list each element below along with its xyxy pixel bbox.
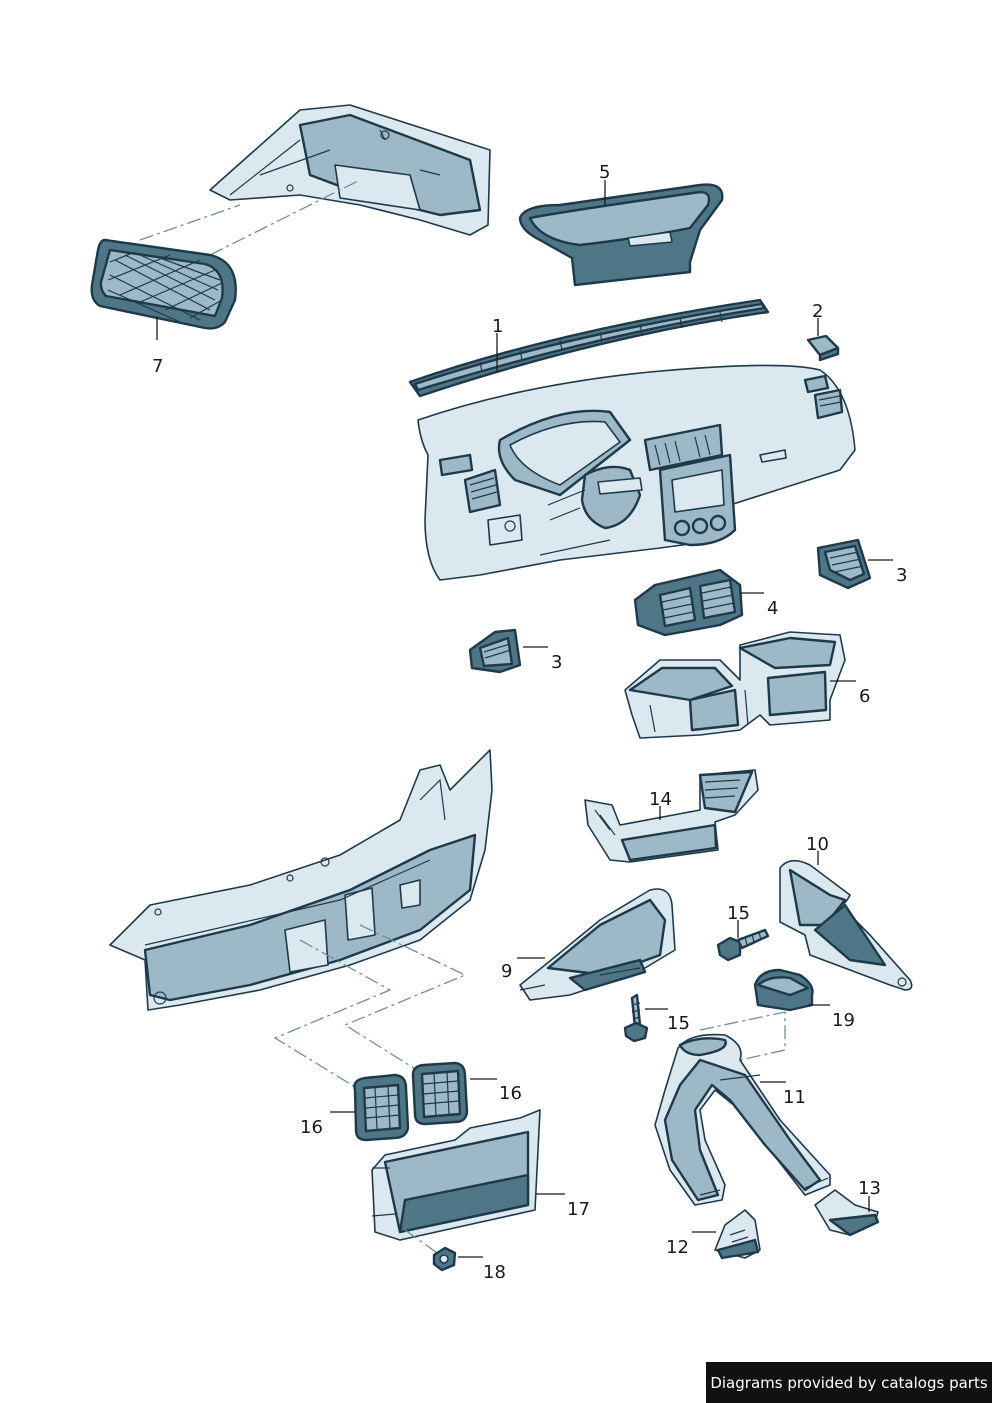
callout-1: 1 <box>492 316 503 337</box>
callout-10: 10 <box>806 834 829 855</box>
callout-7: 7 <box>152 356 163 377</box>
screw-lower <box>623 993 649 1043</box>
side-duct-piece <box>779 859 913 991</box>
callout-16-right: 16 <box>499 1083 522 1104</box>
callout-2: 2 <box>812 301 823 322</box>
leader-lines <box>156 180 893 1258</box>
cowl-grille <box>90 238 237 330</box>
duct-connector-12 <box>714 1209 761 1260</box>
callout-17: 17 <box>567 1199 590 1220</box>
callout-5: 5 <box>599 162 610 183</box>
dashboard-trim-strip <box>408 298 770 398</box>
callout-15-lower: 15 <box>667 1013 690 1034</box>
side-air-vent-left <box>468 628 522 674</box>
callout-labels: 1 2 3 3 4 5 6 7 9 10 11 12 13 14 15 15 1… <box>152 162 907 1283</box>
callout-14: 14 <box>649 789 672 810</box>
nut <box>432 1246 457 1272</box>
air-outlet-grille-right <box>411 1061 469 1126</box>
callout-3-left: 3 <box>551 652 562 673</box>
callout-9: 9 <box>501 961 512 982</box>
callout-3-right: 3 <box>896 565 907 586</box>
end-cap <box>753 968 814 1012</box>
defroster-vent <box>518 183 724 287</box>
callout-16-left: 16 <box>300 1117 323 1138</box>
callout-11: 11 <box>783 1087 806 1108</box>
rear-footwell-duct <box>654 1033 831 1206</box>
callout-6: 6 <box>859 686 870 707</box>
dashboard-panel <box>417 364 856 581</box>
callout-4: 4 <box>767 598 778 619</box>
callout-12: 12 <box>666 1237 689 1258</box>
vent-housing <box>624 631 846 739</box>
upper-bulkhead-section <box>209 104 491 236</box>
footwell-duct <box>584 769 759 863</box>
screw-upper <box>716 928 770 962</box>
lower-bulkhead-panel <box>109 749 493 1011</box>
air-outlet-grille-left <box>353 1073 410 1142</box>
side-air-vent-right <box>816 538 872 590</box>
vent-duct <box>519 888 676 1001</box>
diagram-credit-footer: Diagrams provided by catalogs parts <box>706 1362 992 1403</box>
center-air-vent <box>633 568 744 637</box>
duct-connector-13 <box>814 1189 880 1237</box>
callout-13: 13 <box>858 1178 881 1199</box>
callout-19: 19 <box>832 1010 855 1031</box>
air-duct-channel <box>371 1109 541 1241</box>
callout-18: 18 <box>483 1262 506 1283</box>
footer-text: Diagrams provided by catalogs parts <box>710 1373 988 1392</box>
clip <box>806 334 840 362</box>
callout-15-upper: 15 <box>727 903 750 924</box>
